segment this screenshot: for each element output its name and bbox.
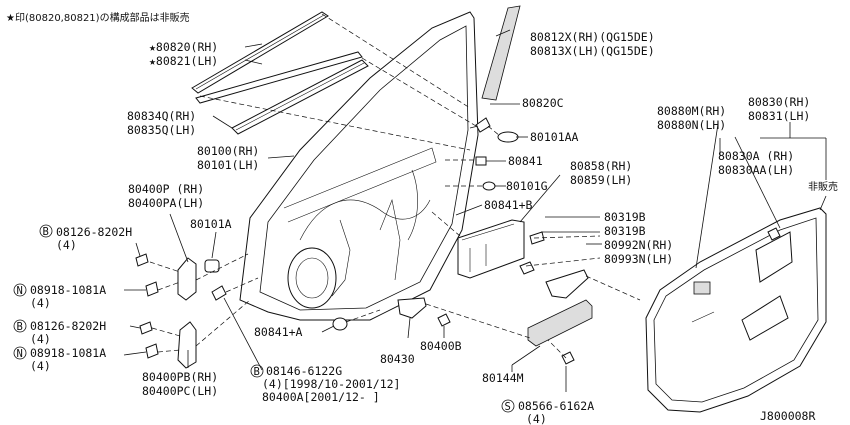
label-not-sold: 非販売 bbox=[808, 180, 838, 193]
label-80430: 80430 bbox=[380, 352, 415, 366]
label-80821: ★80821(LH) bbox=[149, 54, 218, 68]
label-80812x: 80812X(RH)(QG15DE) bbox=[530, 30, 655, 44]
circle-mark-s: S bbox=[501, 399, 515, 413]
label-80880m: 80880M(RH) bbox=[657, 104, 726, 118]
circle-mark-n-2: N bbox=[13, 346, 27, 360]
label-08918-b-qty: (4) bbox=[30, 359, 51, 373]
label-80841a: 80841+A bbox=[254, 325, 303, 339]
inner-molding-strip bbox=[231, 59, 369, 135]
plug-80841a bbox=[332, 317, 348, 331]
label-08126-a-qty: (4) bbox=[56, 238, 77, 252]
label-80813x: 80813X(LH)(QG15DE) bbox=[530, 44, 655, 58]
label-08146-qty: (4)[1998/10-2001/12] bbox=[262, 377, 400, 391]
label-80859: 80859(LH) bbox=[570, 173, 632, 187]
door-trim bbox=[645, 207, 827, 413]
label-80841b: 80841+B bbox=[484, 198, 533, 212]
label-80830aa: 80830AA(LH) bbox=[718, 163, 794, 177]
label-08146: 08146-6122G bbox=[266, 364, 342, 378]
label-80830a: 80830A (RH) bbox=[718, 149, 794, 163]
door-check-link bbox=[397, 297, 427, 319]
label-80101aa: 80101AA bbox=[530, 130, 579, 144]
label-08126-b-qty: (4) bbox=[30, 332, 51, 346]
label-80993n: 80993N(LH) bbox=[604, 252, 673, 266]
svg-text:B: B bbox=[17, 321, 23, 333]
bolt-08126-b bbox=[139, 321, 153, 335]
circle-mark-b-3: B bbox=[250, 364, 264, 378]
bolt-08146 bbox=[211, 285, 227, 301]
label-08566: 08566-6162A bbox=[518, 399, 594, 413]
circle-mark-n-1: N bbox=[13, 283, 27, 297]
label-08126-b: 08126-8202H bbox=[30, 319, 106, 333]
clip-80841 bbox=[475, 156, 487, 166]
label-80100: 80100(RH) bbox=[197, 144, 259, 158]
assembly-lines bbox=[149, 13, 641, 359]
diagram-id: J800008R bbox=[760, 409, 815, 423]
label-80319b-2: 80319B bbox=[604, 224, 646, 238]
grommet-80101aa bbox=[497, 131, 519, 143]
label-80992n: 80992N(RH) bbox=[604, 238, 673, 252]
svg-text:N: N bbox=[17, 285, 23, 297]
door-panel bbox=[239, 11, 479, 321]
svg-text:B: B bbox=[254, 366, 260, 378]
label-80400pb: 80400PB(RH) bbox=[142, 370, 218, 384]
label-80841: 80841 bbox=[508, 154, 543, 168]
label-08918-b: 08918-1081A bbox=[30, 346, 106, 360]
label-08566-qty: (4) bbox=[526, 412, 547, 425]
label-80830: 80830(RH) bbox=[748, 95, 810, 109]
window-regulator bbox=[457, 219, 525, 279]
label-80831: 80831(LH) bbox=[748, 109, 810, 123]
leader-lines bbox=[123, 29, 827, 392]
nut-08918-a bbox=[145, 281, 159, 297]
lower-hinge bbox=[177, 321, 197, 369]
label-08126-a: 08126-8202H bbox=[56, 225, 132, 239]
svg-text:S: S bbox=[505, 401, 511, 413]
svg-text:N: N bbox=[17, 348, 23, 360]
grommet-80101a bbox=[204, 259, 220, 273]
bolt-80319b-2 bbox=[519, 261, 535, 275]
lower-garnish bbox=[527, 299, 593, 347]
outer-molding-strip bbox=[191, 11, 363, 104]
label-80400a: 80400A[2001/12- ] bbox=[262, 390, 380, 404]
label-80319b-1: 80319B bbox=[604, 210, 646, 224]
label-80858: 80858(RH) bbox=[570, 159, 632, 173]
label-80400pa: 80400PA(LH) bbox=[128, 196, 204, 210]
bolt-80820c bbox=[469, 117, 491, 133]
label-80820c: 80820C bbox=[522, 96, 564, 110]
inside-handle bbox=[545, 269, 589, 299]
svg-text:B: B bbox=[43, 226, 49, 238]
header-note: ★印(80820,80821)の構成部品は非販売 bbox=[6, 11, 190, 24]
label-80101g: 80101G bbox=[506, 179, 548, 193]
clip-80830a bbox=[767, 227, 781, 241]
plug-80101g bbox=[482, 181, 496, 191]
bolt-08126-a bbox=[135, 253, 149, 267]
circle-mark-b-2: B bbox=[13, 319, 27, 333]
label-80880n: 80880N(LH) bbox=[657, 118, 726, 132]
label-80820: ★80820(RH) bbox=[149, 40, 218, 54]
label-08918-a-qty: (4) bbox=[30, 296, 51, 310]
sash-garnish bbox=[481, 5, 521, 101]
label-80835q: 80835Q(LH) bbox=[127, 123, 196, 137]
bolt-80400b bbox=[437, 313, 451, 327]
label-80101a: 80101A bbox=[190, 217, 232, 231]
nut-08918-b bbox=[145, 343, 159, 359]
label-80400p: 80400P (RH) bbox=[128, 182, 204, 196]
screw-08566 bbox=[561, 351, 575, 365]
label-80400pc: 80400PC(LH) bbox=[142, 384, 218, 398]
label-80144m: 80144M bbox=[482, 371, 524, 385]
label-80400b: 80400B bbox=[420, 339, 462, 353]
label-80834q: 80834Q(RH) bbox=[127, 109, 196, 123]
circle-mark-b-1: B bbox=[39, 224, 53, 238]
upper-hinge bbox=[177, 257, 197, 301]
label-08918-a: 08918-1081A bbox=[30, 283, 106, 297]
label-80101: 80101(LH) bbox=[197, 158, 259, 172]
